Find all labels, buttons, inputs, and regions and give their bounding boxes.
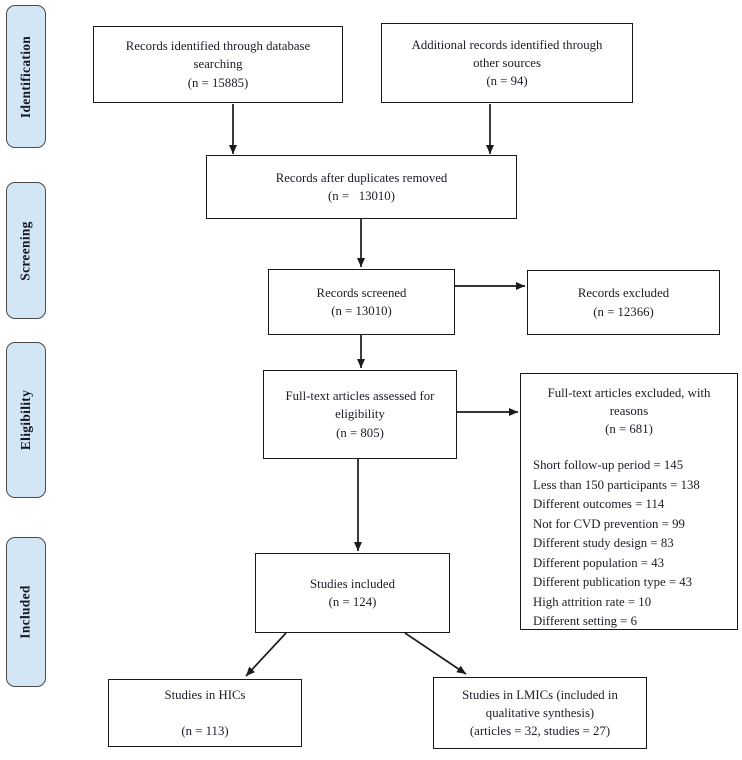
- box-studies-lmics-text: Studies in LMICs (included in qualitativ…: [462, 687, 618, 739]
- stage-eligibility: Eligibility: [6, 342, 46, 498]
- box-fulltext-excluded: Full-text articles excluded, with reason…: [520, 373, 738, 630]
- box-records-screened-text: Records screened (n = 13010): [316, 285, 407, 318]
- box-studies-hics: Studies in HICs (n = 113): [108, 679, 302, 747]
- box-studies-included-text: Studies included (n = 124): [310, 576, 395, 609]
- box-fulltext-assessed: Full-text articles assessed for eligibil…: [263, 370, 457, 459]
- box-studies-hics-text: Studies in HICs (n = 113): [164, 687, 246, 739]
- box-fulltext-assessed-text: Full-text articles assessed for eligibil…: [285, 389, 435, 440]
- stage-eligibility-label: Eligibility: [18, 389, 33, 451]
- arrow-included-to-hics: [245, 632, 287, 677]
- box-studies-lmics: Studies in LMICs (included in qualitativ…: [433, 677, 647, 749]
- stage-included: Included: [6, 537, 46, 687]
- box-fulltext-excluded-reasons: Short follow-up period = 145 Less than 1…: [533, 458, 700, 628]
- box-additional-records: Additional records identified through ot…: [381, 23, 633, 103]
- box-records-identified-database-text: Records identified through database sear…: [125, 39, 311, 90]
- arrow-included-to-lmics: [404, 632, 467, 675]
- box-records-screened: Records screened (n = 13010): [268, 269, 455, 335]
- stage-screening: Screening: [6, 182, 46, 319]
- box-fulltext-excluded-title: Full-text articles excluded, with reason…: [547, 386, 711, 437]
- stage-screening-label: Screening: [18, 220, 34, 281]
- stage-identification: Identification: [6, 5, 46, 148]
- box-additional-records-text: Additional records identified through ot…: [411, 37, 603, 89]
- stage-identification-label: Identification: [18, 35, 34, 118]
- box-records-excluded-text: Records excluded (n = 12366): [577, 286, 670, 319]
- box-records-excluded: Records excluded (n = 12366): [527, 270, 720, 335]
- box-studies-included: Studies included (n = 124): [255, 553, 450, 633]
- box-duplicates-removed-text: Records after duplicates removed (n = 13…: [275, 170, 448, 203]
- box-records-identified-database: Records identified through database sear…: [93, 26, 343, 103]
- stage-included-label: Included: [18, 585, 34, 639]
- box-duplicates-removed: Records after duplicates removed (n = 13…: [206, 155, 517, 219]
